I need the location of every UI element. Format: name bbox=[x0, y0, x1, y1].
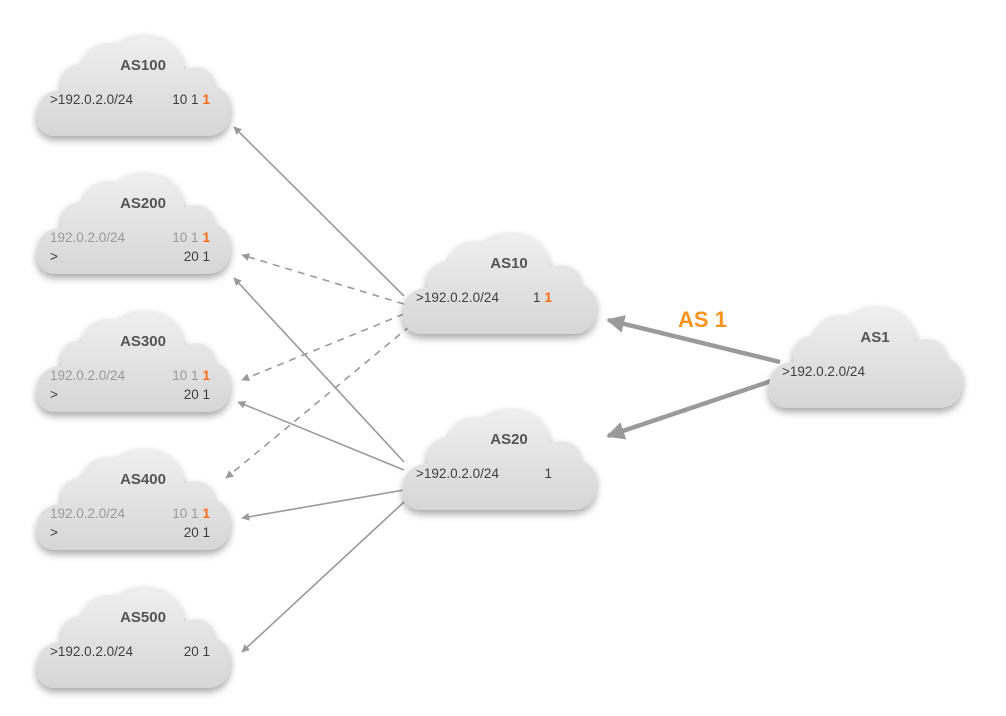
route-as-path: 20 1 bbox=[184, 249, 210, 264]
cloud-title: AS500 bbox=[120, 609, 166, 626]
cloud-shape bbox=[36, 448, 231, 550]
link-as20-to-as300 bbox=[237, 401, 405, 471]
route-prefix: > bbox=[50, 249, 58, 264]
route-as-path: 20 1 bbox=[184, 387, 210, 402]
link-as10-to-as200 bbox=[241, 253, 405, 305]
route-prefix: >192.0.2.0/24 bbox=[782, 364, 865, 379]
cloud-title: AS400 bbox=[120, 471, 166, 488]
link-as20-to-as400 bbox=[241, 489, 405, 521]
route-prefix: > bbox=[50, 387, 58, 402]
link-as1-to-as20 bbox=[606, 375, 781, 440]
link-as10-to-as400 bbox=[225, 325, 411, 479]
route-prefix: 192.0.2.0/24 bbox=[50, 368, 126, 383]
route-prefix: >192.0.2.0/24 bbox=[50, 92, 133, 107]
cloud-as20: AS20 >192.0.2.0/24 1 bbox=[402, 408, 597, 510]
link-as20-to-as200 bbox=[233, 277, 405, 463]
route-as-path: 20 1 bbox=[184, 644, 210, 659]
cloud-title: AS1 bbox=[860, 329, 889, 346]
cloud-as500: AS500 >192.0.2.0/24 20 1 bbox=[36, 586, 231, 688]
route-prefix: >192.0.2.0/24 bbox=[416, 290, 499, 305]
cloud-shape bbox=[36, 586, 231, 688]
route-as-path: 20 1 bbox=[184, 525, 210, 540]
link-as20-to-as500 bbox=[241, 501, 405, 653]
as-path-label: AS 1 bbox=[678, 307, 727, 332]
cloud-shape bbox=[768, 306, 963, 408]
route-prefix: >192.0.2.0/24 bbox=[50, 644, 133, 659]
cloud-title: AS100 bbox=[120, 57, 166, 74]
cloud-shape bbox=[36, 172, 231, 274]
cloud-shape bbox=[402, 408, 597, 510]
cloud-title: AS10 bbox=[490, 255, 528, 272]
route-as-path: 1 bbox=[544, 466, 552, 481]
route-prefix: 192.0.2.0/24 bbox=[50, 506, 126, 521]
link-as10-to-as100 bbox=[233, 126, 405, 297]
link-as10-to-as300 bbox=[241, 313, 405, 381]
cloud-title: AS200 bbox=[120, 195, 166, 212]
route-prefix: 192.0.2.0/24 bbox=[50, 230, 126, 245]
cloud-as1: AS1 >192.0.2.0/24 bbox=[768, 306, 963, 408]
route-prefix: > bbox=[50, 525, 58, 540]
cloud-title: AS300 bbox=[120, 333, 166, 350]
cloud-title: AS20 bbox=[490, 431, 528, 448]
cloud-shape bbox=[36, 310, 231, 412]
links-layer bbox=[225, 126, 781, 653]
route-prefix: >192.0.2.0/24 bbox=[416, 466, 499, 481]
cloud-shape bbox=[36, 34, 231, 136]
link-as1-to-as10 bbox=[606, 315, 781, 365]
cloud-shape bbox=[402, 232, 597, 334]
